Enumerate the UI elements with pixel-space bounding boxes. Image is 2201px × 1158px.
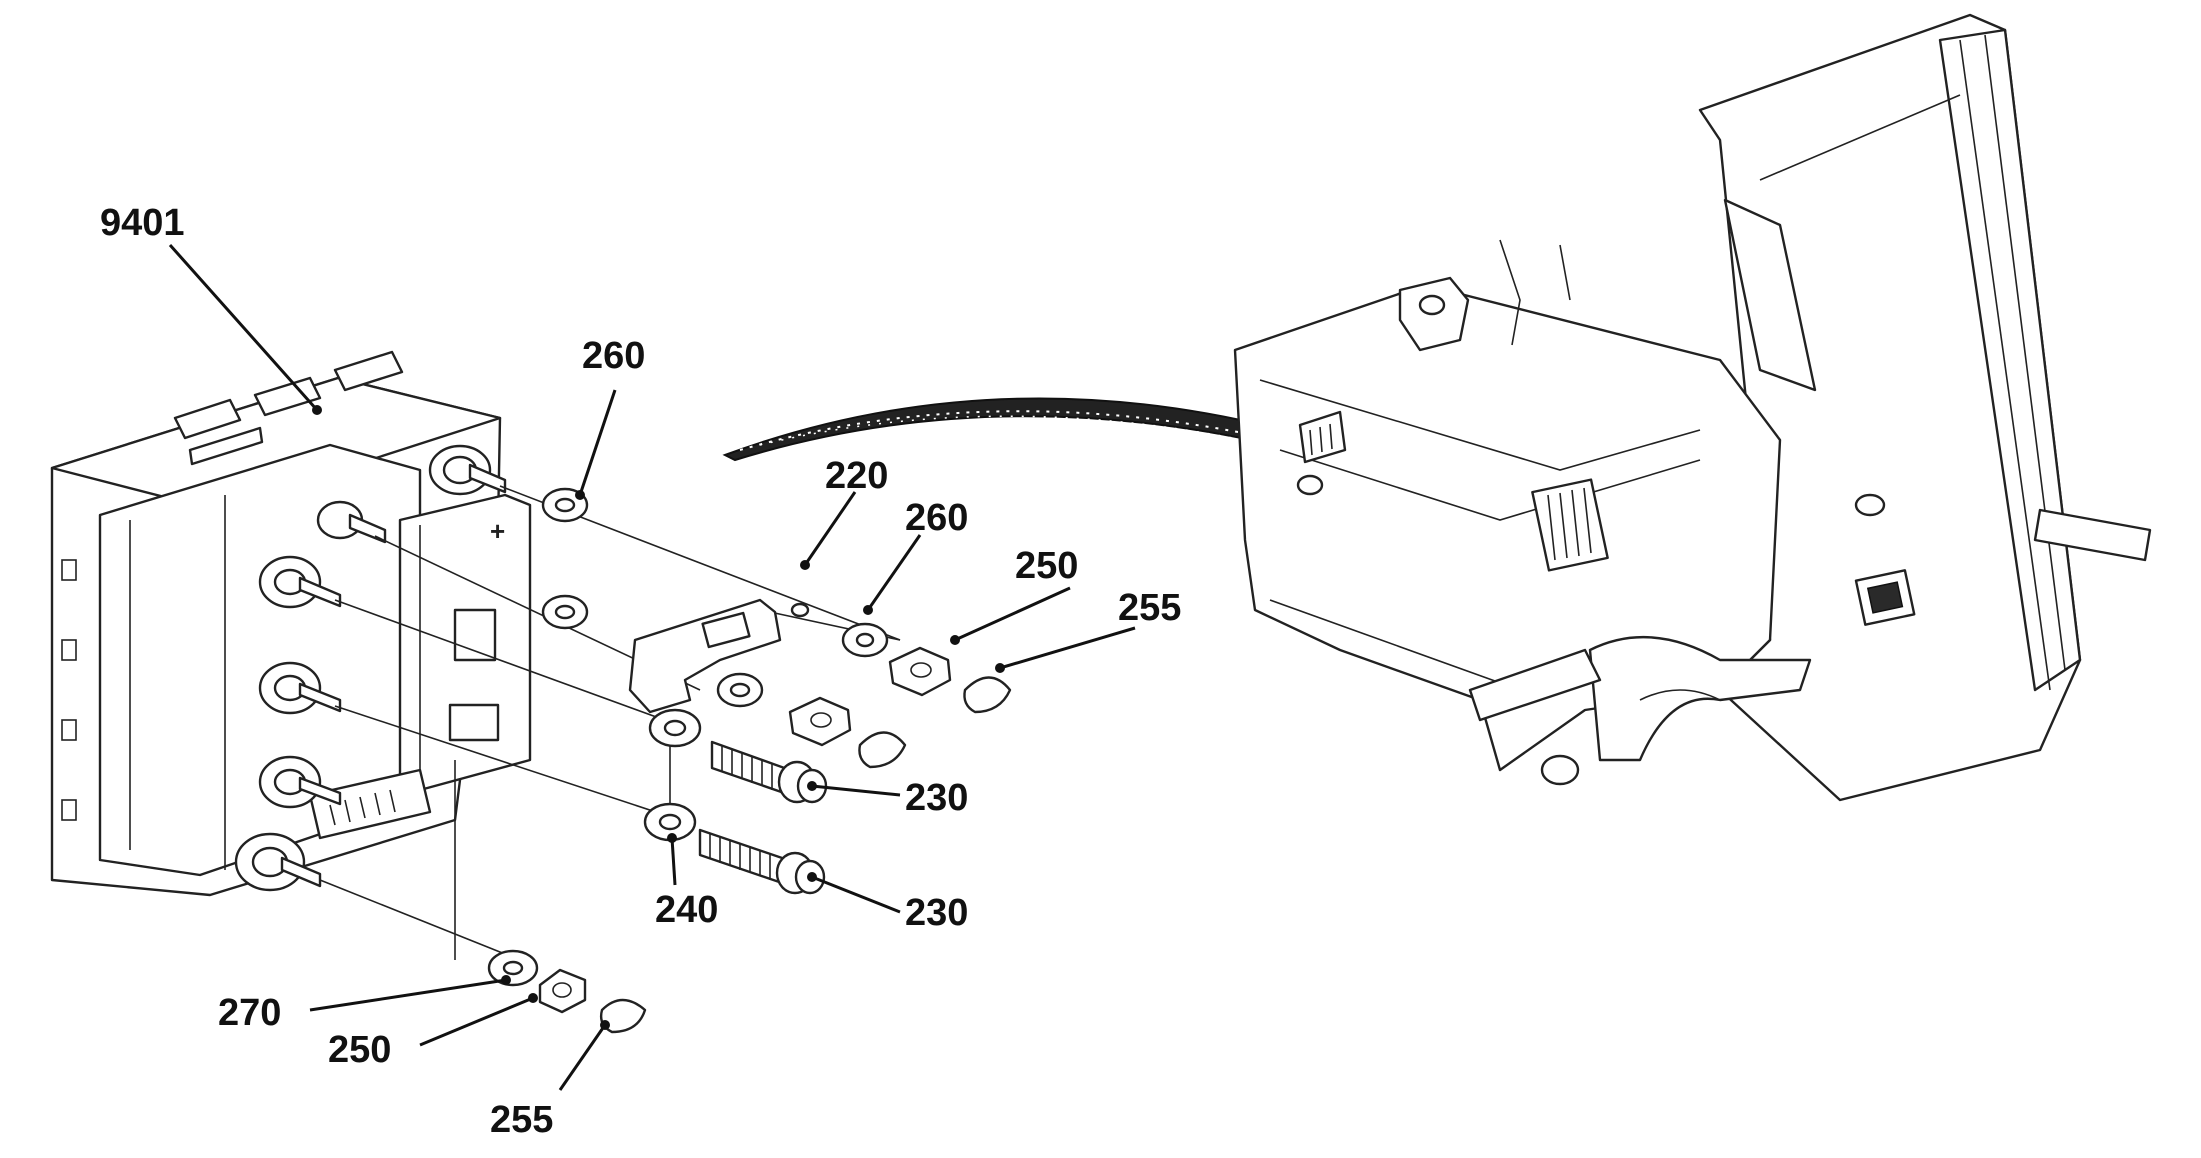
callout-250-upper: 250: [1015, 545, 1078, 587]
callout-9401: 9401: [100, 202, 185, 244]
callout-260-upper: 260: [582, 335, 645, 377]
callout-230-upper: 230: [905, 777, 968, 819]
callout-220: 220: [825, 455, 888, 497]
callout-260-right: 260: [905, 497, 968, 539]
callout-270: 270: [218, 992, 281, 1034]
callout-230-lower: 230: [905, 892, 968, 934]
svg-text:+: +: [490, 516, 505, 546]
callout-255-upper: 255: [1118, 587, 1181, 629]
chassis-frame: [1233, 13, 2152, 802]
terminal-studs: [234, 444, 507, 892]
callout-240: 240: [655, 889, 718, 931]
leader-lines: [168, 244, 1136, 1091]
cap-255-upper: [963, 676, 1012, 714]
callout-250-lower: 250: [328, 1029, 391, 1071]
nut-250-upper: [888, 646, 952, 697]
stud-230-lower: [698, 828, 826, 895]
fuse-box-assembly: +: [50, 350, 532, 897]
callout-labels: 9401 260 220 260 250 255 230 240 230 270…: [100, 202, 1181, 1141]
callout-255-lower: 255: [490, 1099, 553, 1141]
stud-230-upper: [710, 740, 828, 804]
nut-250-lower: [538, 968, 587, 1014]
